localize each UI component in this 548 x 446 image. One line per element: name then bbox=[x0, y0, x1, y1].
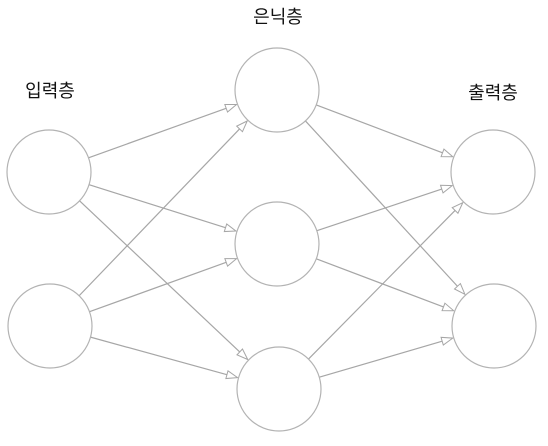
edge-hidden3-output1 bbox=[308, 201, 464, 360]
edge-input1-hidden3 bbox=[79, 200, 249, 361]
edge-hidden1-output1-line bbox=[316, 104, 443, 154]
edge-input2-hidden2-line bbox=[89, 261, 227, 313]
edge-hidden1-output1 bbox=[316, 104, 455, 158]
edge-input1-hidden2 bbox=[88, 184, 238, 233]
hidden-node-3 bbox=[236, 346, 322, 432]
edge-input2-hidden1-line bbox=[78, 128, 240, 297]
input-node-2 bbox=[7, 283, 93, 369]
edge-input1-hidden1 bbox=[88, 104, 238, 159]
hidden-layer-label: 은닉층 bbox=[253, 7, 303, 28]
edge-hidden3-output2-line bbox=[319, 340, 443, 378]
output-node-1 bbox=[450, 129, 536, 215]
edge-hidden2-output1-arrowhead bbox=[439, 184, 454, 194]
edge-input1-hidden2-arrowhead bbox=[223, 223, 238, 233]
edge-input2-hidden1 bbox=[78, 119, 249, 297]
edge-input1-hidden3-line bbox=[79, 200, 241, 353]
edge-input2-hidden2-arrowhead bbox=[224, 258, 238, 267]
edge-hidden3-output2 bbox=[319, 336, 455, 378]
edge-hidden2-output2-line bbox=[316, 258, 444, 308]
input-layer-label: 입력층 bbox=[25, 81, 75, 102]
edge-hidden3-output1-line bbox=[308, 210, 456, 360]
hidden-node-1 bbox=[234, 47, 320, 133]
edge-input2-hidden1-arrowhead bbox=[235, 119, 249, 133]
edge-hidden1-output1-arrowhead bbox=[440, 148, 455, 158]
edge-input1-hidden3-arrowhead bbox=[236, 348, 249, 361]
edge-input1-hidden2-line bbox=[88, 184, 226, 229]
edge-input2-hidden2 bbox=[89, 258, 238, 313]
edges bbox=[78, 104, 466, 380]
output-node-2 bbox=[451, 283, 537, 369]
edge-hidden3-output1-arrowhead bbox=[451, 201, 464, 215]
edge-input1-hidden1-line bbox=[88, 107, 227, 159]
output-layer-label: 출력층 bbox=[468, 83, 518, 104]
edge-hidden2-output2-arrowhead bbox=[441, 302, 456, 312]
edge-input2-hidden3-line bbox=[90, 336, 228, 376]
edge-input2-hidden3-arrowhead bbox=[225, 369, 239, 380]
edge-input1-hidden1-arrowhead bbox=[224, 104, 238, 113]
edge-hidden1-output2-line bbox=[304, 120, 458, 287]
edge-input2-hidden3 bbox=[90, 336, 239, 380]
input-node-1 bbox=[6, 129, 92, 215]
edge-hidden1-output2 bbox=[304, 120, 466, 296]
edge-hidden2-output2 bbox=[316, 258, 456, 312]
edge-hidden2-output1-line bbox=[316, 188, 442, 232]
edge-hidden3-output2-arrowhead bbox=[440, 336, 455, 346]
edge-hidden1-output2-arrowhead bbox=[453, 282, 466, 296]
nodes bbox=[6, 47, 537, 432]
hidden-node-2 bbox=[234, 201, 320, 287]
edge-hidden2-output1 bbox=[316, 184, 454, 232]
